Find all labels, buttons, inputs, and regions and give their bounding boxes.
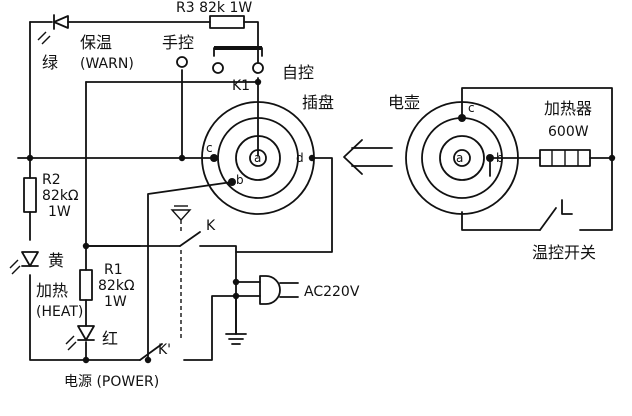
heater-icon [539,149,591,167]
power-label: 电源 (POWER) [64,374,159,390]
red-led-icon [65,325,95,351]
kettle-label: 电壶 [388,93,420,112]
ac-plug-icon [259,275,299,305]
kettle-terminal-b: b [496,151,504,165]
auto-label: 自控 [282,63,314,82]
r2-resistor-icon [23,177,37,213]
r2-watt-label: 1W [48,204,71,220]
r2-value-label: 82kΩ [42,188,79,204]
heater-label: 加热器 [544,99,592,118]
r2-label: R2 [42,172,61,188]
thermostat-label: 温控开关 [532,243,596,262]
socket-terminal-c: c [206,141,213,155]
ground-icon [225,295,247,345]
heat-label: 加热 [36,281,68,300]
socket-terminal-d: d [296,151,304,165]
switch-k-prime-label: K' [158,342,171,358]
kettle-terminal-a: a [456,151,463,165]
left-wiring [17,21,333,361]
green-label: 绿 [42,53,58,72]
r3-label: R3 82k 1W [176,0,252,16]
k1-switch-icon [212,46,264,74]
r1-value-label: 82kΩ [98,278,135,294]
warn-label: 保温 [80,33,112,52]
warn-en-label: (WARN) [80,56,134,72]
switch-k-label: K [206,218,216,234]
socket-icon [201,101,315,215]
r3-resistor-icon [209,15,245,29]
kettle-wiring [461,87,616,231]
socket-terminal-b: b [236,173,244,187]
r1-resistor-icon [79,269,93,301]
manual-control-node [176,56,188,68]
heat-en-label: (HEAT) [36,304,83,320]
r1-label: R1 [104,262,123,278]
k1-label: K1 [232,78,250,94]
kettle-terminal-c: c [468,101,475,115]
heater-power-label: 600W [548,124,589,140]
yellow-label: 黄 [48,251,64,270]
connection-arrow-icon [343,139,393,175]
socket-label: 插盘 [302,93,334,112]
warn-led-icon [37,14,69,45]
thermostat-switch-icon [539,199,573,231]
socket-terminal-a: a [254,151,261,165]
ac-label: AC220V [304,284,360,300]
manual-label: 手控 [162,33,194,52]
heat-led-icon [9,251,39,275]
r1-watt-label: 1W [104,294,127,310]
switch-k-icon [170,205,192,340]
red-label: 红 [102,329,118,348]
